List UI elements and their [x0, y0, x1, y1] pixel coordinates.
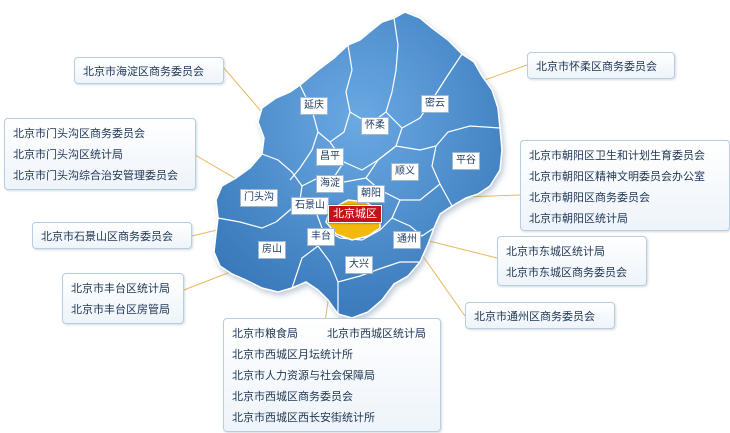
- panel-link[interactable]: 北京市石景山区商务委员会: [41, 230, 173, 243]
- panel-link[interactable]: 北京市东城区统计局: [506, 245, 605, 258]
- panel-dongcheng: 北京市东城区统计局 北京市东城区商务委员会: [497, 236, 647, 286]
- district-label-chaoyang[interactable]: 朝阳: [357, 185, 385, 203]
- district-label-changping[interactable]: 昌平: [316, 148, 344, 166]
- panel-link[interactable]: 北京市通州区商务委员会: [474, 310, 595, 323]
- district-label-shijingshan[interactable]: 石景山: [291, 197, 329, 215]
- panel-link[interactable]: 北京市人力资源与社会保障局: [232, 369, 375, 382]
- panel-link[interactable]: 北京市西城区月坛统计所: [232, 348, 353, 361]
- district-label-pinggu[interactable]: 平谷: [452, 152, 480, 170]
- district-label-fengtai[interactable]: 丰台: [307, 228, 335, 246]
- panel-link[interactable]: 北京市西城区西长安街统计所: [232, 411, 375, 424]
- panel-row: 北京市粮食局 北京市西城区统计局: [232, 323, 432, 344]
- district-label-haidian[interactable]: 海淀: [316, 175, 344, 193]
- district-label-daxing[interactable]: 大兴: [345, 256, 373, 274]
- panel-link[interactable]: 北京市朝阳区统计局: [529, 212, 628, 225]
- panel-link[interactable]: 北京市丰台区统计局: [71, 282, 170, 295]
- panel-link[interactable]: 北京市门头沟区统计局: [13, 148, 123, 161]
- panel-mentougou: 北京市门头沟区商务委员会 北京市门头沟区统计局 北京市门头沟综合治安管理委员会: [4, 118, 196, 190]
- panel-link[interactable]: 北京市门头沟综合治安管理委员会: [13, 169, 178, 182]
- panel-link[interactable]: 北京市东城区商务委员会: [506, 266, 627, 279]
- panel-link[interactable]: 北京市怀柔区商务委员会: [536, 60, 657, 73]
- panel-huairou: 北京市怀柔区商务委员会: [527, 52, 675, 79]
- panel-link[interactable]: 北京市海淀区商务委员会: [83, 65, 204, 78]
- panel-link[interactable]: 北京市门头沟区商务委员会: [13, 127, 145, 140]
- panel-link[interactable]: 北京市朝阳区商务委员会: [529, 191, 650, 204]
- district-label-miyun[interactable]: 密云: [421, 95, 449, 113]
- district-label-mentougou[interactable]: 门头沟: [240, 189, 278, 207]
- panel-link[interactable]: 北京市朝阳区精神文明委员会办公室: [529, 170, 705, 183]
- district-label-city-center[interactable]: 北京城区: [328, 205, 382, 223]
- panel-link[interactable]: 北京市西城区统计局: [327, 327, 426, 340]
- district-label-shunyi[interactable]: 顺义: [391, 163, 419, 181]
- panel-link[interactable]: 北京市西城区商务委员会: [232, 390, 353, 403]
- panel-haidian: 北京市海淀区商务委员会: [74, 57, 224, 84]
- district-label-yanqing[interactable]: 延庆: [300, 97, 328, 115]
- panel-chaoyang: 北京市朝阳区卫生和计划生育委员会 北京市朝阳区精神文明委员会办公室 北京市朝阳区…: [520, 140, 730, 231]
- panel-link[interactable]: 北京市丰台区房管局: [71, 303, 170, 316]
- panel-tongzhou: 北京市通州区商务委员会: [465, 302, 615, 329]
- beijing-outline: [213, 11, 503, 319]
- district-label-tongzhou[interactable]: 通州: [393, 231, 421, 249]
- panel-link[interactable]: 北京市朝阳区卫生和计划生育委员会: [529, 149, 705, 162]
- district-label-huairou[interactable]: 怀柔: [361, 117, 389, 135]
- district-label-fangshan[interactable]: 房山: [258, 241, 286, 259]
- panel-fengtai: 北京市丰台区统计局 北京市丰台区房管局: [62, 273, 184, 324]
- panel-link[interactable]: 北京市粮食局: [232, 327, 298, 340]
- panel-shijingshan: 北京市石景山区商务委员会: [32, 222, 192, 249]
- panel-xicheng: 北京市粮食局 北京市西城区统计局 北京市西城区月坛统计所 北京市人力资源与社会保…: [223, 318, 441, 432]
